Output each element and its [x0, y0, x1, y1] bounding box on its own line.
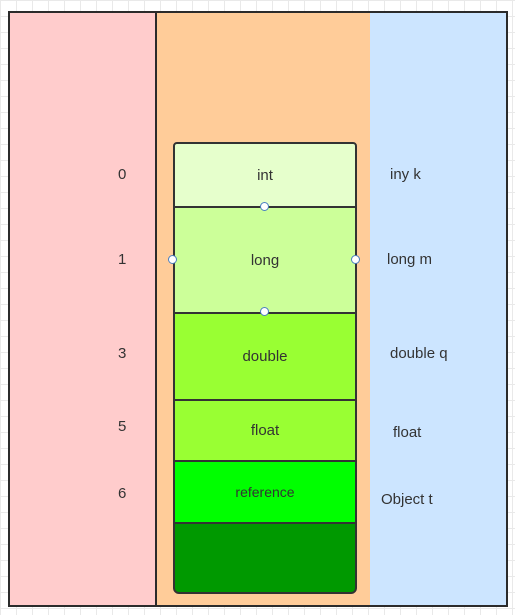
variable-name-label: double q [390, 345, 448, 362]
variable-column-panel[interactable] [370, 11, 508, 607]
selection-handle-bottom[interactable] [260, 307, 269, 316]
slot-index-label: 1 [118, 251, 127, 268]
slot-type-label: reference [235, 484, 295, 500]
variable-name-label: long m [387, 251, 433, 268]
slot-index-label: 3 [118, 345, 127, 362]
slot-reference-block[interactable]: reference [173, 460, 357, 524]
index-column-panel[interactable] [8, 11, 157, 607]
slot-double-block[interactable]: double [173, 312, 357, 401]
slot-type-label: long [250, 251, 280, 269]
selection-handle-left[interactable] [168, 255, 177, 264]
slot-float-block[interactable]: float [173, 399, 357, 462]
variable-name-label: float [393, 424, 422, 441]
variable-name-label: Object t [381, 491, 433, 508]
slot-empty-block[interactable] [173, 522, 357, 594]
slot-type-label: float [250, 422, 280, 439]
slot-index-label: 0 [118, 166, 127, 183]
variable-name-label: iny k [390, 166, 421, 183]
selection-handle-top[interactable] [260, 202, 269, 211]
slot-long-block[interactable]: long [173, 206, 357, 314]
slot-index-label: 6 [118, 485, 127, 502]
selection-handle-right[interactable] [351, 255, 360, 264]
slot-index-label: 5 [118, 418, 127, 435]
slot-type-label: int [257, 166, 273, 184]
slot-int-block[interactable]: int [173, 142, 357, 208]
slot-type-label: double [242, 348, 288, 365]
